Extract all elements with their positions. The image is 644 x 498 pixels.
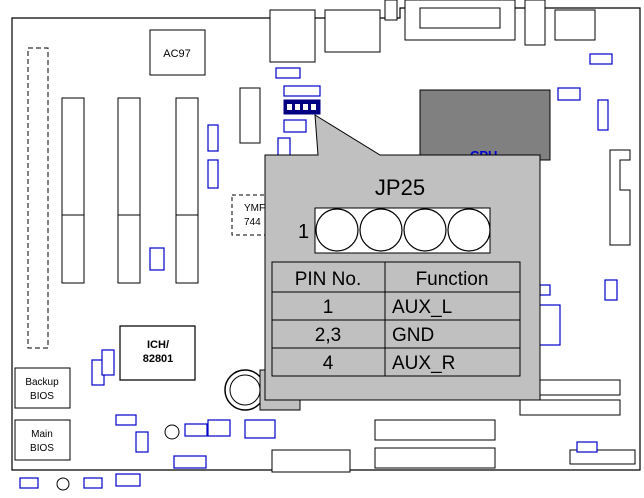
table-row-2-pin: 2,3 [315,325,341,346]
ymf-label-line1: YMF [244,203,265,214]
isa-slot [27,47,49,349]
table-row-2-function: GND [392,325,434,346]
pci-slot-3 [175,97,199,284]
agp-slot [239,87,261,144]
jp25-pin-table: PIN No. Function 1 AUX_L 2,3 GND 4 AUX_R [271,261,521,377]
ac97-label: AC97 [163,48,191,60]
capacitor [164,424,180,440]
cpu-socket [419,89,551,161]
table-row-1-pin: 1 [323,297,334,318]
table-row-3-pin: 4 [323,353,334,374]
jp25-pin-circles [315,208,491,252]
table-header-pin: PIN No. [295,269,362,290]
jp25-pin-4 [447,208,491,252]
jp25-title: JP25 [375,175,425,200]
backup-bios-label-line1: Backup [25,377,59,388]
pci-slot-1 [61,97,85,284]
ymf-label-line2: 744 [244,217,261,228]
battery [224,369,266,411]
table-row-1-function: AUX_L [392,297,452,318]
pci-slots [61,97,199,284]
jp25-board-pins [287,104,316,110]
jp25-board-jumper [283,99,321,115]
ich-chip [119,325,196,381]
table-header-function: Function [416,269,489,290]
main-bios-label-line2: BIOS [30,443,54,454]
dimm-ide-slots [374,379,636,469]
panel-header [271,449,351,473]
ich-label-line1: ICH/ [147,339,169,351]
main-bios-chip [14,419,71,461]
buzzer [56,477,70,491]
ich-label-line2: 82801 [143,353,174,365]
backup-bios-label-line2: BIOS [30,391,54,402]
main-bios-label-line1: Main [31,429,53,440]
table-row-3-function: AUX_R [392,353,455,374]
jp25-pin-1 [315,208,359,252]
jp25-pin-one-marker: 1 [298,221,309,243]
jumper-blocks [19,53,618,489]
jp25-pin-3 [403,208,447,252]
power-connector [609,149,631,246]
jp25-pin-2 [359,208,403,252]
backup-bios-chip [14,367,71,409]
rear-io-connectors [269,0,596,63]
ac97-chip [149,29,206,76]
pci-slot-2 [117,97,141,284]
